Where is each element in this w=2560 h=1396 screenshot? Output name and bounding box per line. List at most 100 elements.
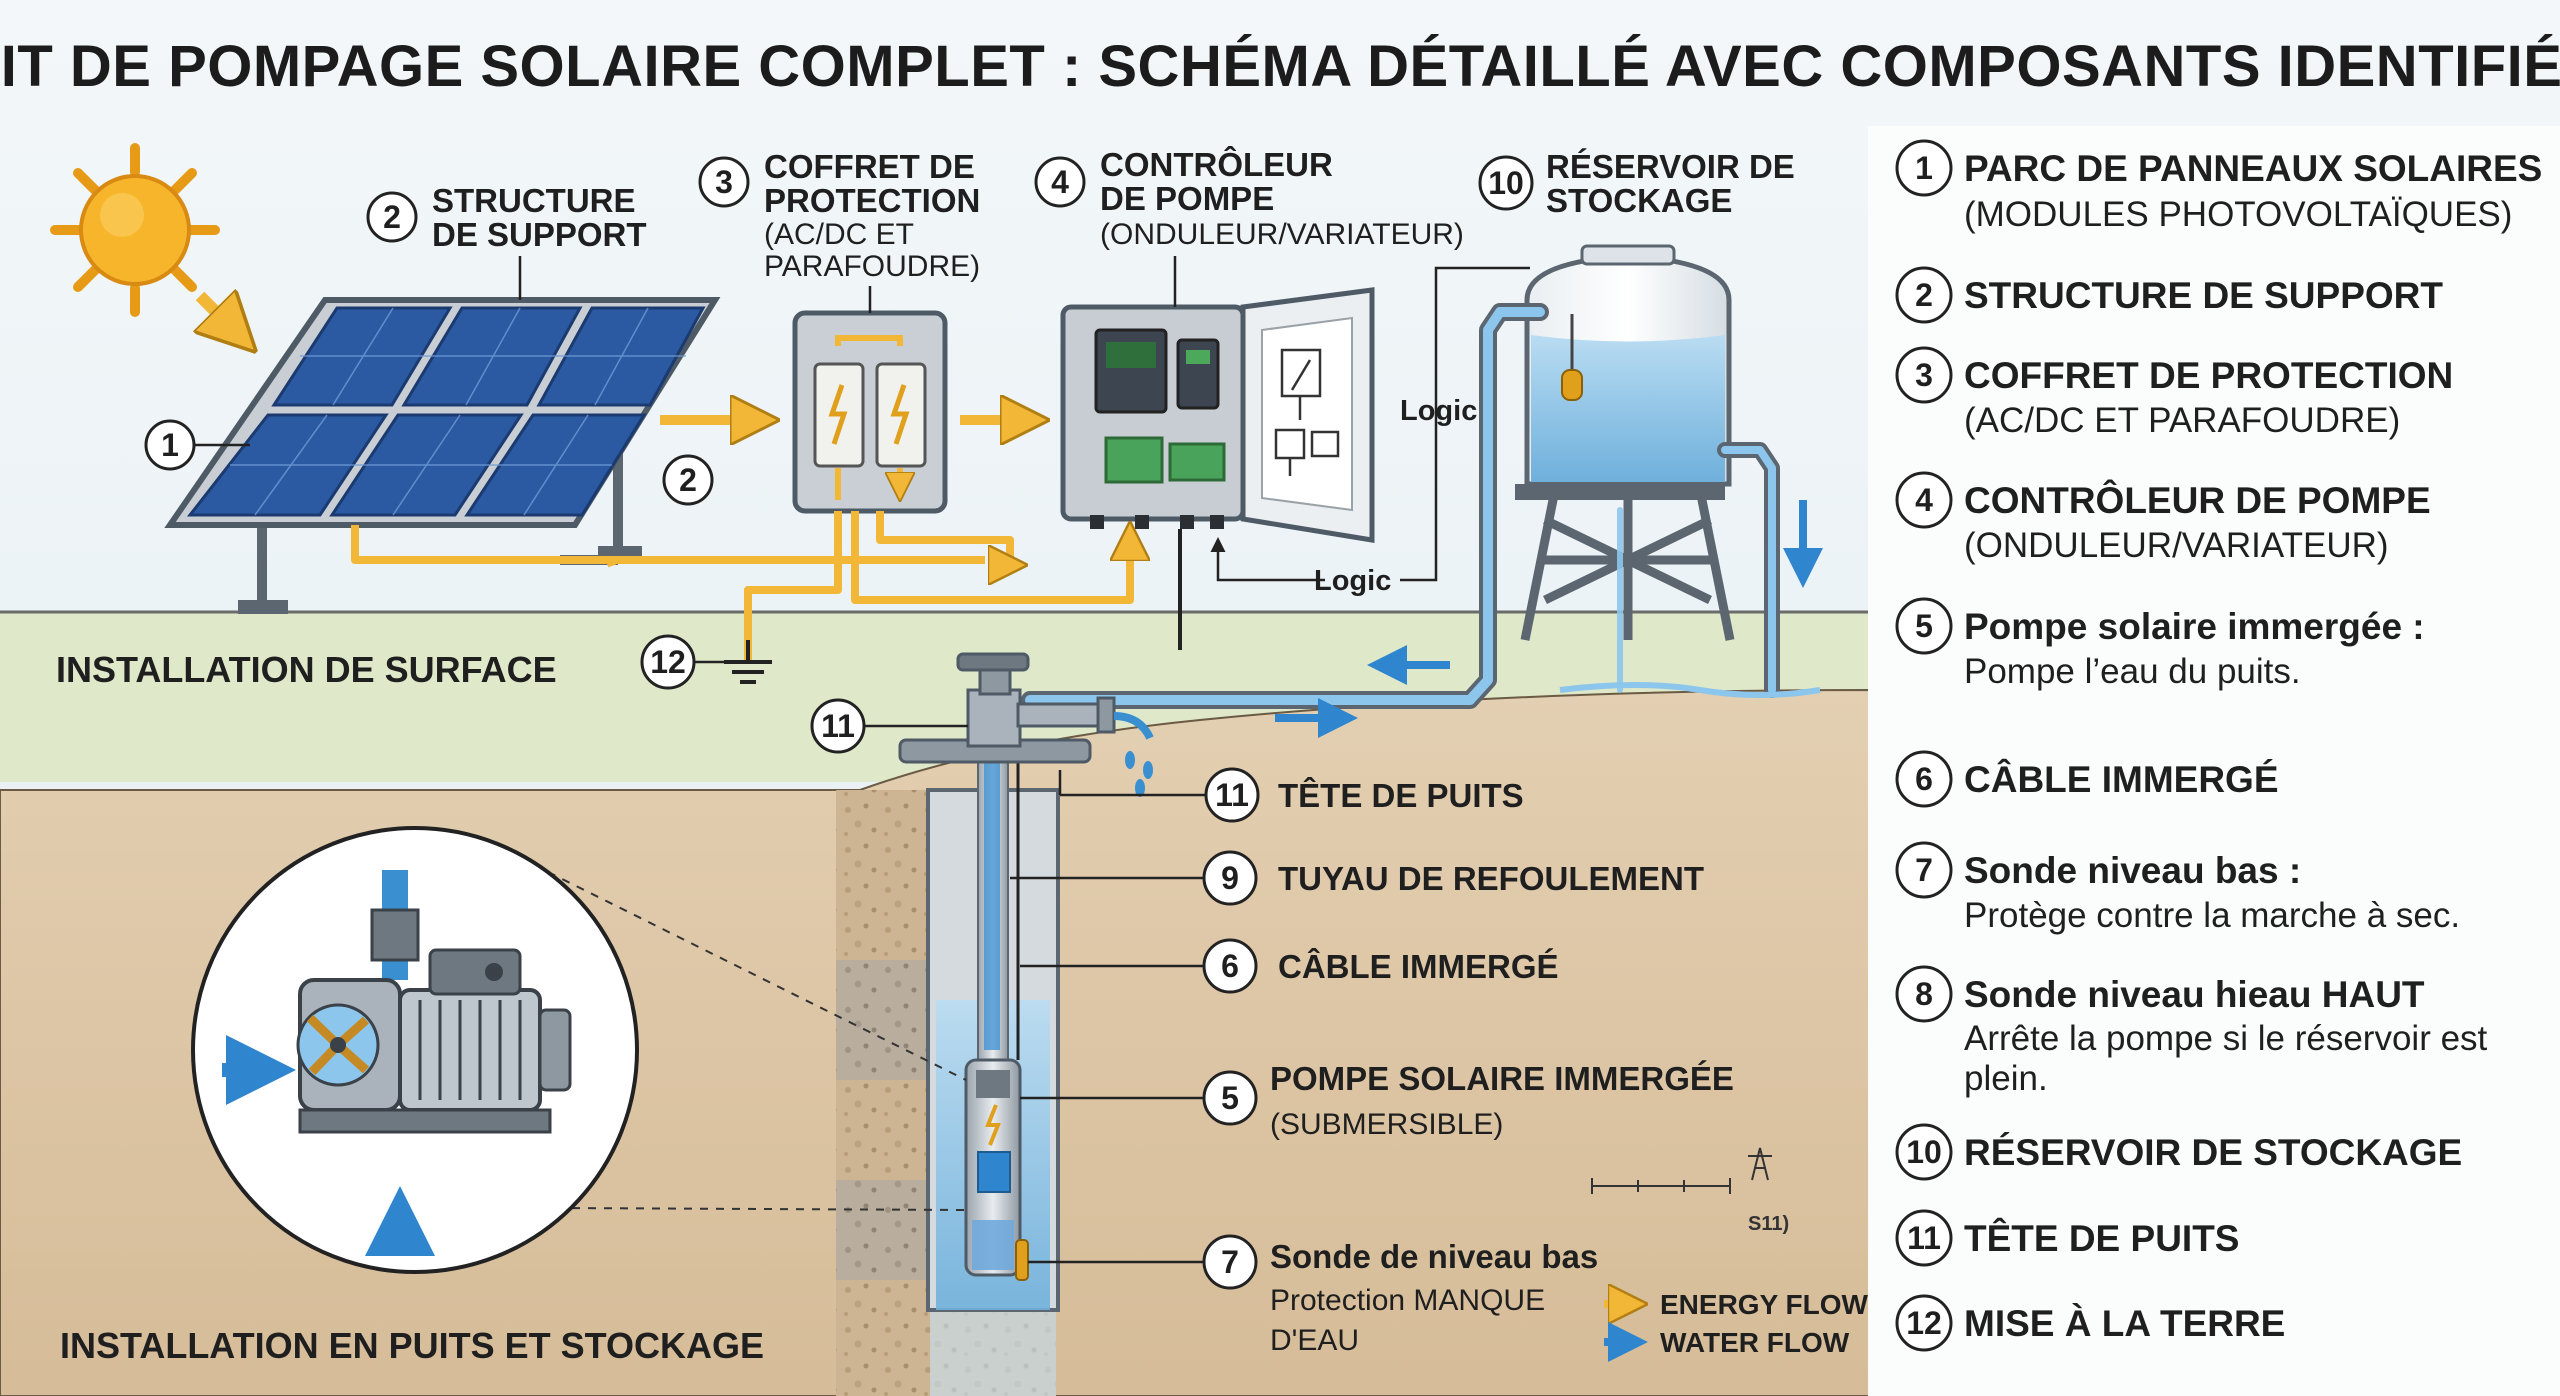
submersible-pump: [964, 1058, 1029, 1281]
legend-item-3-sub: (AC/DC ET PARAFOUDRE): [1964, 401, 2400, 440]
legend-item-11-title: TÊTE DE PUITS: [1964, 1217, 2239, 1259]
legend-item-8-title: Sonde niveau hieau HAUT: [1964, 974, 2425, 1015]
legend-item-10-num: 10: [1906, 1134, 1942, 1170]
callout-pump-line1: POMPE SOLAIRE IMMERGÉE: [1270, 1060, 1734, 1097]
callout-pipe: 9 TUYAU DE REFOULEMENT: [1010, 850, 1704, 906]
legend-item-2-title: STRUCTURE DE SUPPORT: [1964, 275, 2443, 316]
storage-tank: [1515, 244, 1735, 641]
callout-probe-line3: D'EAU: [1270, 1324, 1359, 1357]
well-shaft: [836, 739, 1060, 1396]
sun-icon: [50, 143, 220, 317]
component-legend: 1 PARC DE PANNEAUX SOLAIRES (MODULES PHO…: [1895, 139, 2542, 1352]
callout-probe-line1: Sonde de niveau bas: [1270, 1238, 1598, 1275]
legend-item-8-sub: Arrête la pompe si le réservoir est: [1964, 1019, 2488, 1058]
callout-wellhead-num: 11: [1215, 777, 1249, 813]
callout-pipe-text: TUYAU DE REFOULEMENT: [1278, 860, 1704, 897]
energy-flow-label: ENERGY FLOW: [1660, 1289, 1869, 1320]
water-pipes: [1021, 303, 1780, 709]
callout-protection-line3: (AC/DC ET: [764, 218, 914, 251]
water-pool: [1559, 682, 1821, 698]
scale-indicator: [1591, 1147, 1772, 1194]
callout-pipe-num: 9: [1221, 860, 1239, 896]
legend-item-8-sub2: plein.: [1964, 1059, 2048, 1098]
callout-probe-line2: Protection MANQUE: [1270, 1284, 1545, 1317]
callout-support-line1: STRUCTURE: [432, 182, 636, 219]
callout-controller-line2: DE POMPE: [1100, 180, 1274, 217]
callout-wellhead: 11 TÊTE DE PUITS: [1058, 767, 1524, 823]
callout-ground: 12: [640, 634, 724, 690]
callout-protection-line1: COFFRET DE: [764, 148, 975, 185]
callout-support-num: 2: [383, 199, 401, 235]
legend-item-7: 7 Sonde niveau bas : Protège contre la m…: [1895, 841, 2460, 935]
legend-item-7-sub: Protège contre la marche à sec.: [1964, 896, 2460, 935]
legend-item-12-title: MISE À LA TERRE: [1964, 1303, 2285, 1344]
callout-tank-line2: STOCKAGE: [1546, 182, 1732, 219]
callout-controller-line3: (ONDULEUR/VARIATEUR): [1100, 218, 1464, 251]
legend-panel: [1868, 126, 2560, 1396]
legend-item-6-title: CÂBLE IMMERGÉ: [1964, 758, 2279, 800]
pump-controller: [1060, 287, 1375, 543]
callout-cable-num: 6: [1221, 948, 1239, 984]
protection-box: [792, 310, 948, 514]
legend-item-3-num: 3: [1915, 357, 1933, 393]
callout-tank: 10 RÉSERVOIR DE STOCKAGE: [1478, 148, 1795, 219]
callout-protection-num: 3: [715, 164, 733, 200]
callout-protection: 3 COFFRET DE PROTECTION (AC/DC ET PARAFO…: [698, 148, 980, 313]
legend-item-7-num: 7: [1915, 852, 1933, 888]
legend-item-5: 5 Pompe solaire immergée : Pompe l’eau d…: [1895, 597, 2425, 691]
legend-item-2-num: 2: [1915, 277, 1933, 313]
callout-tank-num: 10: [1488, 165, 1524, 201]
sun-ray-arrow: [200, 296, 248, 344]
solar-panel-array: [164, 297, 721, 614]
callout-support-line2: DE SUPPORT: [432, 216, 647, 253]
callout-controller: 4 CONTRÔLEUR DE POMPE (ONDULEUR/VARIATEU…: [1034, 145, 1464, 307]
legend-item-5-sub: Pompe l’eau du puits.: [1964, 652, 2301, 691]
callout-wellhead-marker: 11: [810, 698, 968, 754]
zone-label-well: INSTALLATION EN PUITS ET STOCKAGE: [60, 1325, 764, 1366]
legend-item-1-sub: (MODULES PHOTOVOLTAÏQUES): [1964, 195, 2512, 234]
callout-tank-line1: RÉSERVOIR DE: [1546, 148, 1795, 185]
legend-item-4-sub: (ONDULEUR/VARIATEUR): [1964, 526, 2389, 565]
callout-wellhead-text: TÊTE DE PUITS: [1278, 777, 1524, 814]
callout-protection-line2: PROTECTION: [764, 182, 980, 219]
legend-item-4-num: 4: [1915, 482, 1933, 518]
legend-item-4: 4 CONTRÔLEUR DE POMPE (ONDULEUR/VARIATEU…: [1895, 471, 2431, 565]
legend-item-3-title: COFFRET DE PROTECTION: [1964, 355, 2453, 396]
callout-controller-num: 4: [1051, 164, 1069, 200]
callout-probe-num: 7: [1221, 1244, 1239, 1280]
legend-item-8: 8 Sonde niveau hieau HAUT Arrête la pomp…: [1895, 965, 2488, 1098]
logic-label-2: Logic: [1314, 565, 1391, 597]
callout-protection-line4: PARAFOUDRE): [764, 250, 980, 283]
legend-item-5-num: 5: [1915, 608, 1933, 644]
callout-pump-num: 5: [1221, 1080, 1239, 1116]
legend-item-7-title: Sonde niveau bas :: [1964, 850, 2301, 891]
legend-item-11-num: 11: [1907, 1220, 1941, 1256]
legend-item-1: 1 PARC DE PANNEAUX SOLAIRES (MODULES PHO…: [1895, 139, 2542, 234]
wellhead: [898, 652, 1154, 797]
callout-controller-line1: CONTRÔLEUR: [1100, 145, 1333, 183]
zone-label-surface: INSTALLATION DE SURFACE: [56, 649, 557, 690]
callout-cable: 6 CÂBLE IMMERGÉ: [1020, 938, 1559, 994]
page-title: KIT DE POMPAGE SOLAIRE COMPLET : SCHÉMA …: [0, 34, 2560, 99]
earth-ground-icon: [724, 640, 772, 684]
logic-label-1: Logic: [1400, 395, 1477, 427]
legend-item-6-num: 6: [1915, 761, 1933, 797]
legend-item-10: 10 RÉSERVOIR DE STOCKAGE: [1895, 1123, 2462, 1181]
callout-support: 2 STRUCTURE DE SUPPORT: [366, 182, 647, 300]
scale-label: S11): [1748, 1213, 1789, 1235]
callout-cable-text: CÂBLE IMMERGÉ: [1278, 948, 1559, 985]
legend-item-10-title: RÉSERVOIR DE STOCKAGE: [1964, 1132, 2462, 1173]
callout-probe: 7 Sonde de niveau bas Protection MANQUE …: [1028, 1234, 1598, 1357]
callout-wellhead-marker-num: 11: [821, 708, 855, 744]
callout-pump: 5 POMPE SOLAIRE IMMERGÉE (SUBMERSIBLE): [1020, 1060, 1734, 1141]
legend-item-4-title: CONTRÔLEUR DE POMPE: [1964, 479, 2431, 521]
legend-item-5-title: Pompe solaire immergée :: [1964, 606, 2425, 647]
legend-item-12-num: 12: [1906, 1305, 1942, 1341]
pump-zoom-inset: [191, 826, 967, 1274]
legend-item-3: 3 COFFRET DE PROTECTION (AC/DC ET PARAFO…: [1895, 346, 2453, 440]
legend-item-6: 6 CÂBLE IMMERGÉ: [1895, 750, 2279, 808]
callout-panels-marker: 1: [144, 419, 250, 471]
legend-item-1-num: 1: [1915, 150, 1933, 186]
legend-item-11: 11 TÊTE DE PUITS: [1895, 1209, 2239, 1267]
